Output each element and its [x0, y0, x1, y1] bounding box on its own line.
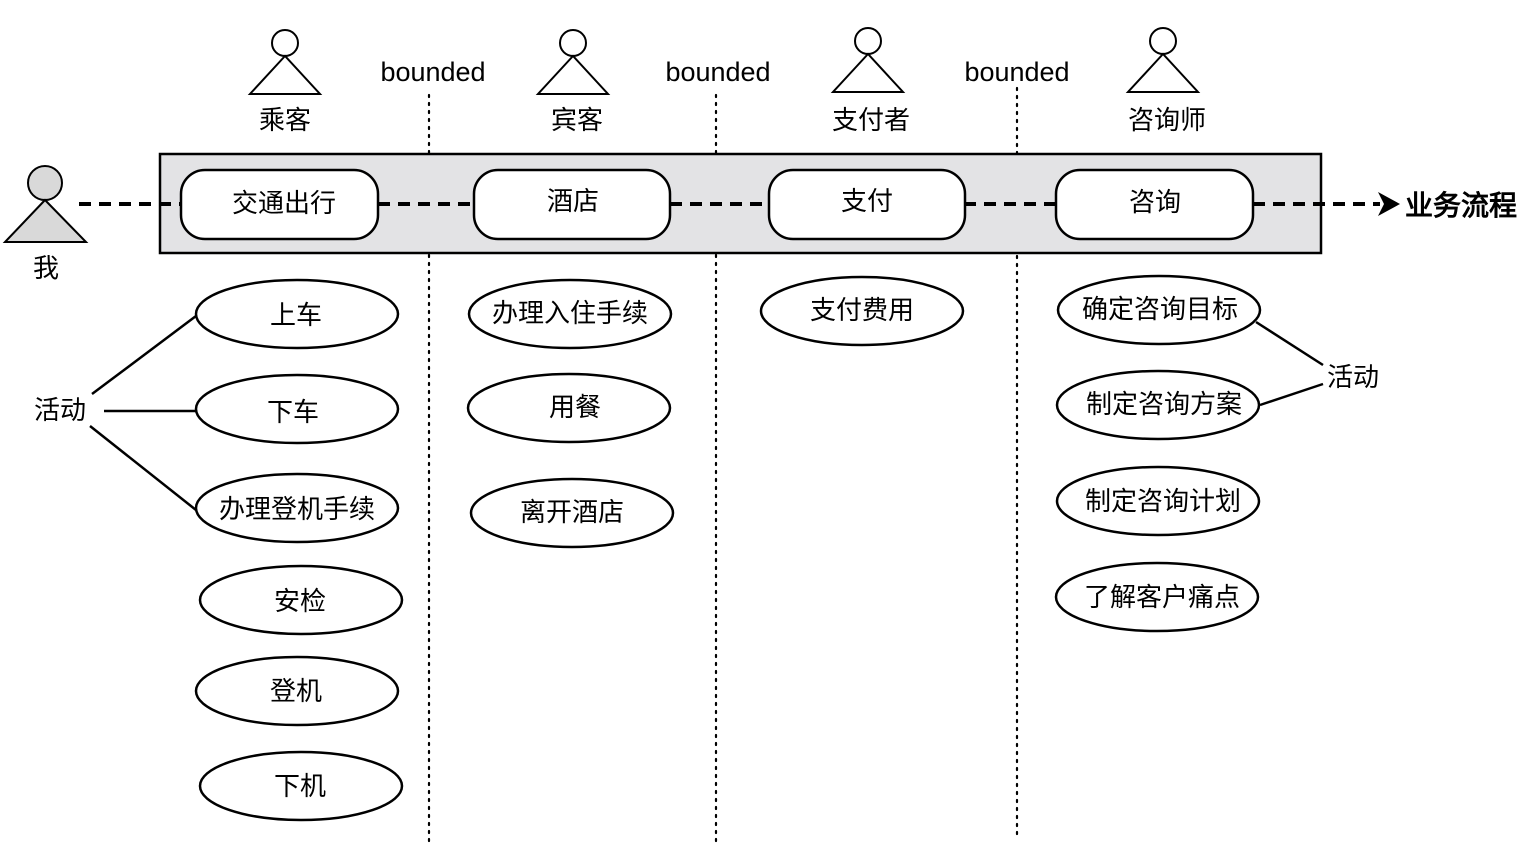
activity-hotel-2[interactable]: 用餐 — [466, 372, 672, 444]
activity-label: 下机 — [274, 772, 326, 802]
activity-connectors-right — [1255, 320, 1324, 407]
activity-label: 上车 — [270, 301, 322, 331]
activity-label: 办理入住手续 — [492, 299, 648, 329]
bounded-label-2: bounded — [665, 57, 770, 87]
context-label: 咨询 — [1129, 188, 1181, 218]
activity-hotel-3[interactable]: 离开酒店 — [469, 477, 675, 549]
bounded-separators — [427, 86, 1019, 847]
activity-transport-6[interactable]: 下机 — [198, 750, 404, 822]
activity-label: 了解客户痛点 — [1084, 583, 1240, 613]
role-passenger: 乘客 — [247, 29, 323, 136]
actor-me-label: 我 — [33, 254, 59, 284]
role-label: 乘客 — [259, 106, 311, 136]
context-transport[interactable]: 交通出行 — [179, 168, 380, 241]
activity-payment-1[interactable]: 支付费用 — [759, 275, 965, 347]
activity-label-right: 活动 — [1327, 363, 1379, 393]
activity-label: 制定咨询计划 — [1085, 487, 1241, 517]
activity-transport-2[interactable]: 下车 — [194, 373, 400, 445]
activity-transport-1[interactable]: 上车 — [194, 278, 400, 350]
activity-label: 下车 — [267, 398, 319, 428]
context-label: 支付 — [841, 187, 893, 217]
person-icon — [1125, 27, 1201, 93]
activity-consulting-1[interactable]: 确定咨询目标 — [1056, 274, 1262, 346]
role-guest: 宾客 — [535, 29, 611, 136]
activity-label: 确定咨询目标 — [1082, 295, 1238, 325]
context-payment[interactable]: 支付 — [767, 168, 967, 241]
flow-arrow-icon — [1378, 192, 1400, 216]
person-icon — [830, 27, 906, 93]
flow-label: 业务流程 — [1405, 189, 1517, 222]
role-label: 支付者 — [832, 106, 910, 136]
activity-connectors-left — [89, 315, 197, 511]
activity-hotel-1[interactable]: 办理入住手续 — [467, 278, 673, 350]
activity-label: 离开酒店 — [520, 498, 624, 528]
role-label: 宾客 — [551, 106, 603, 136]
actor-me: 我 — [2, 165, 89, 284]
role-consultant: 咨询师 — [1125, 27, 1206, 136]
activity-label: 安检 — [274, 587, 326, 617]
activity-label-left: 活动 — [34, 396, 86, 426]
person-icon — [535, 29, 611, 95]
context-hotel[interactable]: 酒店 — [472, 168, 672, 241]
activity-label: 办理登机手续 — [219, 495, 375, 525]
bounded-label-1: bounded — [380, 57, 485, 87]
activity-label: 制定咨询方案 — [1086, 390, 1242, 420]
activity-consulting-3[interactable]: 制定咨询计划 — [1055, 465, 1261, 537]
role-payer: 支付者 — [830, 27, 910, 136]
activity-label: 支付费用 — [810, 296, 914, 326]
activity-label: 用餐 — [549, 393, 601, 423]
activity-transport-5[interactable]: 登机 — [194, 655, 400, 727]
context-label: 交通出行 — [232, 189, 336, 219]
activity-consulting-4[interactable]: 了解客户痛点 — [1054, 561, 1260, 633]
person-icon — [2, 165, 89, 243]
bounded-label-3: bounded — [964, 57, 1069, 87]
context-label: 酒店 — [547, 187, 599, 217]
person-icon — [247, 29, 323, 95]
role-label: 咨询师 — [1128, 106, 1206, 136]
activity-consulting-2[interactable]: 制定咨询方案 — [1055, 369, 1261, 441]
activity-transport-4[interactable]: 安检 — [198, 564, 404, 636]
context-consulting[interactable]: 咨询 — [1054, 168, 1255, 241]
activity-label: 登机 — [270, 677, 322, 707]
activity-transport-3[interactable]: 办理登机手续 — [194, 472, 400, 544]
